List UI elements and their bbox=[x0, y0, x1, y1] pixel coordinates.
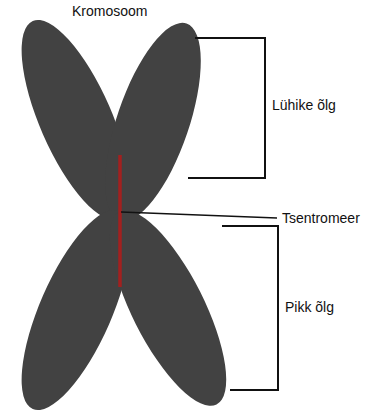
part-label: Lühike õlg bbox=[272, 96, 336, 114]
part-label: Pikk õlg bbox=[285, 298, 334, 316]
diagram-title: Kromosoom bbox=[72, 2, 147, 20]
chromatid-arm bbox=[87, 195, 248, 418]
part-label: Tsentromeer bbox=[282, 209, 360, 227]
centromere-line bbox=[118, 155, 122, 287]
chromatid-arm bbox=[85, 12, 220, 232]
leader-line bbox=[121, 212, 277, 218]
short-arm-bracket bbox=[188, 38, 265, 178]
long-arm-bracket bbox=[222, 226, 278, 390]
